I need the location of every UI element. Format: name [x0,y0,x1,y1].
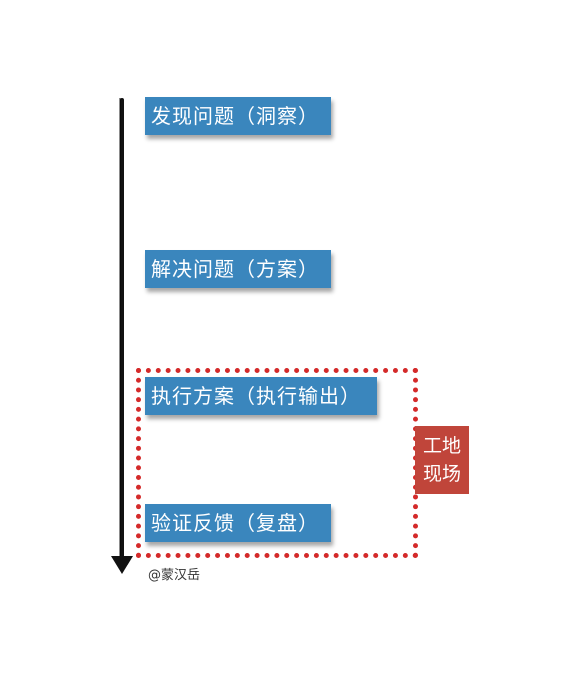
step-solve-problem: 解决问题（方案） [145,250,331,288]
site-label-line1: 工地 [422,435,461,457]
site-label: 工地 现场 [415,426,469,494]
site-label-line2: 现场 [422,463,461,485]
step-verify-feedback: 验证反馈（复盘） [145,504,331,542]
timeline-line [119,98,124,560]
step-execute-plan: 执行方案（执行输出） [145,377,377,415]
step-discover-problem: 发现问题（洞察） [145,97,331,135]
timeline-arrow-down-icon [111,556,133,574]
author-credit: @蒙汉岳 [148,568,201,583]
